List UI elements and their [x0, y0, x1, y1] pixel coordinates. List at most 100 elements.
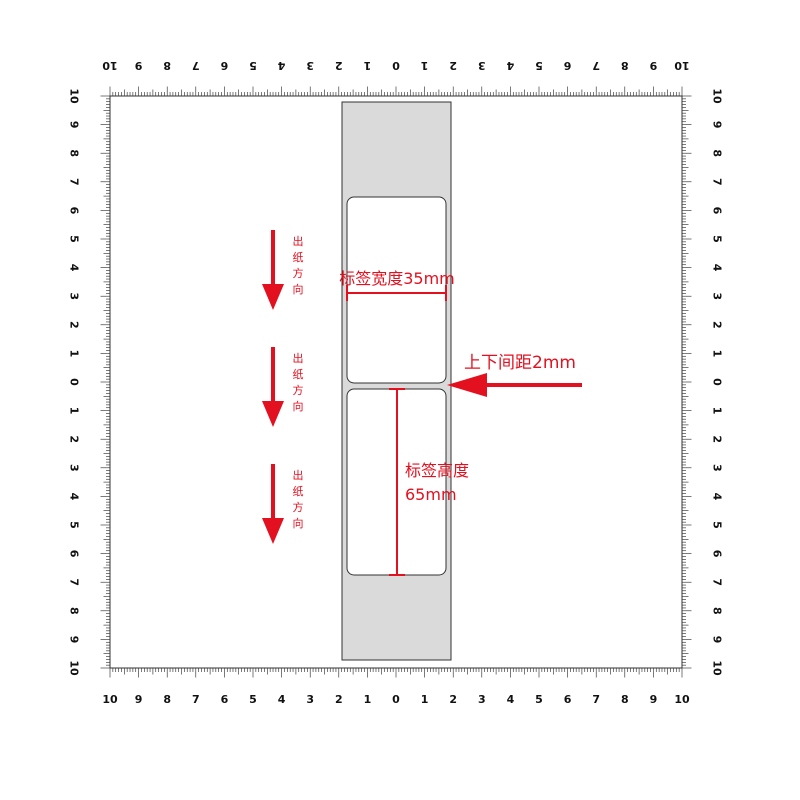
feed-direction-char: 出: [293, 351, 304, 365]
ruler-label-top: 3: [478, 59, 486, 72]
ruler-label-top: 10: [102, 59, 118, 72]
ruler-label-top: 4: [277, 59, 285, 72]
ruler-label-bottom: 6: [221, 693, 229, 706]
ruler-label-right: 5: [711, 235, 724, 243]
ruler-label-top: 8: [621, 59, 629, 72]
ruler-label-left: 2: [68, 321, 81, 329]
ruler-label-right: 1: [711, 407, 724, 415]
ruler-label-right: 8: [711, 149, 724, 157]
ruler-label-top: 1: [364, 59, 372, 72]
ruler-label-top: 10: [674, 59, 690, 72]
ruler-label-left: 9: [68, 636, 81, 644]
feed-direction-arrow-icon: [262, 347, 284, 427]
ruler-label-top: 9: [135, 59, 143, 72]
ruler-label-bottom: 1: [364, 693, 372, 706]
feed-direction-char: 出: [293, 234, 304, 248]
ruler-label-left: 7: [68, 578, 81, 586]
ruler-label-left: 7: [68, 178, 81, 186]
ruler-label-right: 10: [711, 660, 724, 676]
ruler-label-right: 9: [711, 121, 724, 129]
ruler-label-top: 7: [592, 59, 600, 72]
ruler-label-bottom: 6: [564, 693, 572, 706]
ruler-label-bottom: 10: [102, 693, 118, 706]
ruler-label-top: 5: [535, 59, 543, 72]
ruler-label-bottom: 0: [392, 693, 400, 706]
ruler-label-right: 2: [711, 435, 724, 443]
ruler-label-top: 7: [192, 59, 200, 72]
ruler-label-right: 3: [711, 292, 724, 300]
feed-direction-char: 方: [293, 266, 304, 280]
ruler-label-left: 1: [68, 350, 81, 358]
ruler-label-bottom: 3: [306, 693, 314, 706]
ruler-label-top: 6: [220, 59, 228, 72]
ruler-label-right: 7: [711, 178, 724, 186]
ruler-label-right: 0: [711, 378, 724, 386]
ruler-label-bottom: 4: [507, 693, 515, 706]
feed-direction-char: 向: [293, 399, 304, 413]
ruler-label-top: 8: [163, 59, 171, 72]
feed-direction-char: 出: [293, 468, 304, 482]
ruler-label-bottom: 9: [135, 693, 143, 706]
ruler-label-top: 4: [506, 59, 514, 72]
feed-direction-char: 方: [293, 383, 304, 397]
ruler-label-bottom: 4: [278, 693, 286, 706]
ruler-label-left: 10: [68, 88, 81, 104]
ruler-label-bottom: 8: [621, 693, 629, 706]
feed-direction-arrow-icon: [262, 230, 284, 310]
ruler-label-top: 3: [306, 59, 314, 72]
ruler-label-right: 6: [711, 207, 724, 215]
feed-direction-char: 纸: [293, 485, 304, 498]
ruler-label-top: 1: [421, 59, 429, 72]
ruler-label-left: 8: [68, 607, 81, 615]
feed-direction-char: 向: [293, 282, 304, 296]
ruler-label-left: 6: [68, 207, 81, 215]
gap-text: 上下间距2mm: [464, 353, 576, 373]
ruler-label-bottom: 7: [592, 693, 600, 706]
ruler-label-bottom: 2: [335, 693, 343, 706]
label-top: [346, 196, 447, 384]
ruler-label-left: 10: [68, 660, 81, 676]
ruler-label-top: 6: [563, 59, 571, 72]
ruler-label-right: 4: [711, 493, 724, 501]
ruler-label-top: 2: [449, 59, 457, 72]
ruler-label-bottom: 8: [163, 693, 171, 706]
ruler-label-top: 5: [249, 59, 257, 72]
ruler-label-right: 3: [711, 464, 724, 472]
feed-direction-arrow-icon: [262, 464, 284, 544]
ruler-label-bottom: 5: [249, 693, 257, 706]
ruler-label-right: 9: [711, 636, 724, 644]
ruler-label-left: 5: [68, 521, 81, 529]
feed-direction-char: 方: [293, 500, 304, 514]
ruler-label-left: 2: [68, 435, 81, 443]
ruler-label-bottom: 3: [478, 693, 486, 706]
feed-direction-char: 纸: [293, 251, 304, 264]
ruler-label-left: 4: [68, 493, 81, 501]
ruler-label-bottom: 2: [449, 693, 457, 706]
label-height-text-line1: 标签高度: [405, 461, 469, 480]
feed-direction-char: 纸: [293, 368, 304, 381]
ruler-label-top: 0: [392, 59, 400, 72]
ruler-label-top: 2: [335, 59, 343, 72]
ruler-label-top: 9: [650, 59, 658, 72]
label-width-text: 标签宽度35mm: [339, 269, 455, 288]
ruler-label-right: 5: [711, 521, 724, 529]
ruler-label-right: 2: [711, 321, 724, 329]
ruler-label-left: 3: [68, 464, 81, 472]
ruler-label-right: 8: [711, 607, 724, 615]
ruler-label-right: 7: [711, 578, 724, 586]
ruler-label-right: 1: [711, 350, 724, 358]
ruler-label-left: 0: [68, 378, 81, 386]
ruler-label-right: 4: [711, 264, 724, 272]
ruler-label-right: 6: [711, 550, 724, 558]
ruler-label-bottom: 7: [192, 693, 200, 706]
ruler-label-left: 8: [68, 149, 81, 157]
ruler-label-left: 1: [68, 407, 81, 415]
ruler-label-bottom: 10: [674, 693, 690, 706]
ruler-label-left: 6: [68, 550, 81, 558]
ruler-label-left: 4: [68, 264, 81, 272]
label-height-text-line2: 65mm: [405, 485, 457, 504]
